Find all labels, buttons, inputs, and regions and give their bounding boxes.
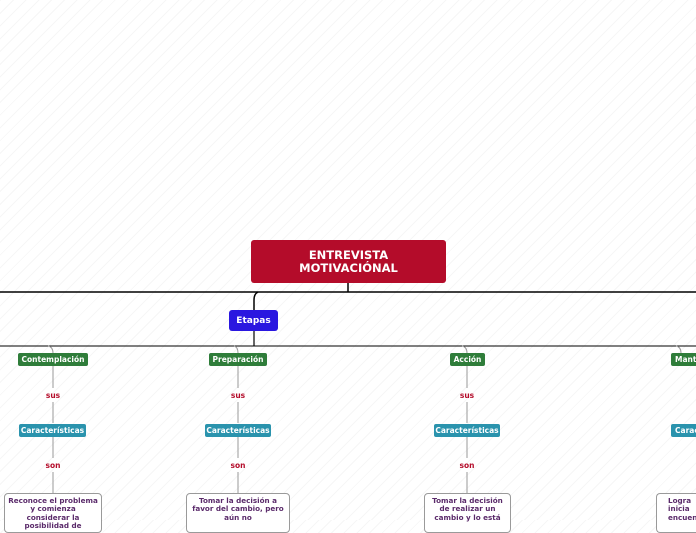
characteristics-label: Características (20, 426, 85, 435)
relation-son: son (223, 460, 253, 470)
relation-label: son (230, 460, 246, 470)
description-contemplacion[interactable]: Reconoce el problema y comienza consider… (4, 493, 102, 533)
relation-label: son (45, 460, 61, 470)
relation-label: sus (459, 390, 475, 400)
etapas-label: Etapas (236, 315, 271, 326)
etapas-topic[interactable]: Etapas (229, 310, 278, 331)
stage-mantenimiento[interactable]: Mante (671, 353, 696, 366)
stage-accion[interactable]: Acción (450, 353, 485, 366)
description-text: Reconoce el problema y comienza consider… (8, 496, 98, 531)
characteristics-mantenimiento[interactable]: Carac (671, 424, 696, 437)
relation-sus: sus (223, 390, 253, 400)
stage-preparacion[interactable]: Preparación (209, 353, 267, 366)
characteristics-accion[interactable]: Características (434, 424, 500, 437)
stage-label: Contemplación (21, 355, 85, 364)
stage-label: Acción (453, 355, 482, 364)
description-text: Tomar la decisión de realizar un cambio … (432, 496, 503, 522)
root-title: ENTREVISTA MOTIVACIÓNAL (299, 247, 398, 275)
stage-contemplacion[interactable]: Contemplación (18, 353, 88, 366)
stage-label: Mante (675, 355, 696, 364)
connector-lines (0, 283, 696, 493)
description-text: Logra inicia encuen (668, 496, 696, 522)
relation-label: sus (45, 390, 61, 400)
relation-son: son (38, 460, 68, 470)
relation-son: son (452, 460, 482, 470)
description-preparacion[interactable]: Tomar la decisión a favor del cambio, pe… (186, 493, 290, 533)
description-text: Tomar la decisión a favor del cambio, pe… (192, 496, 284, 522)
description-accion[interactable]: Tomar la decisión de realizar un cambio … (424, 493, 511, 533)
characteristics-contemplacion[interactable]: Características (19, 424, 86, 437)
relation-label: sus (230, 390, 246, 400)
characteristics-label: Carac (675, 426, 696, 435)
characteristics-label: Características (206, 426, 270, 435)
stage-label: Preparación (212, 355, 264, 364)
characteristics-label: Características (435, 426, 499, 435)
root-topic[interactable]: ENTREVISTA MOTIVACIÓNAL (251, 240, 446, 283)
description-mantenimiento[interactable]: Logra inicia encuen (656, 493, 696, 533)
characteristics-preparacion[interactable]: Características (205, 424, 271, 437)
relation-label: son (459, 460, 475, 470)
relation-sus: sus (452, 390, 482, 400)
relation-sus: sus (38, 390, 68, 400)
